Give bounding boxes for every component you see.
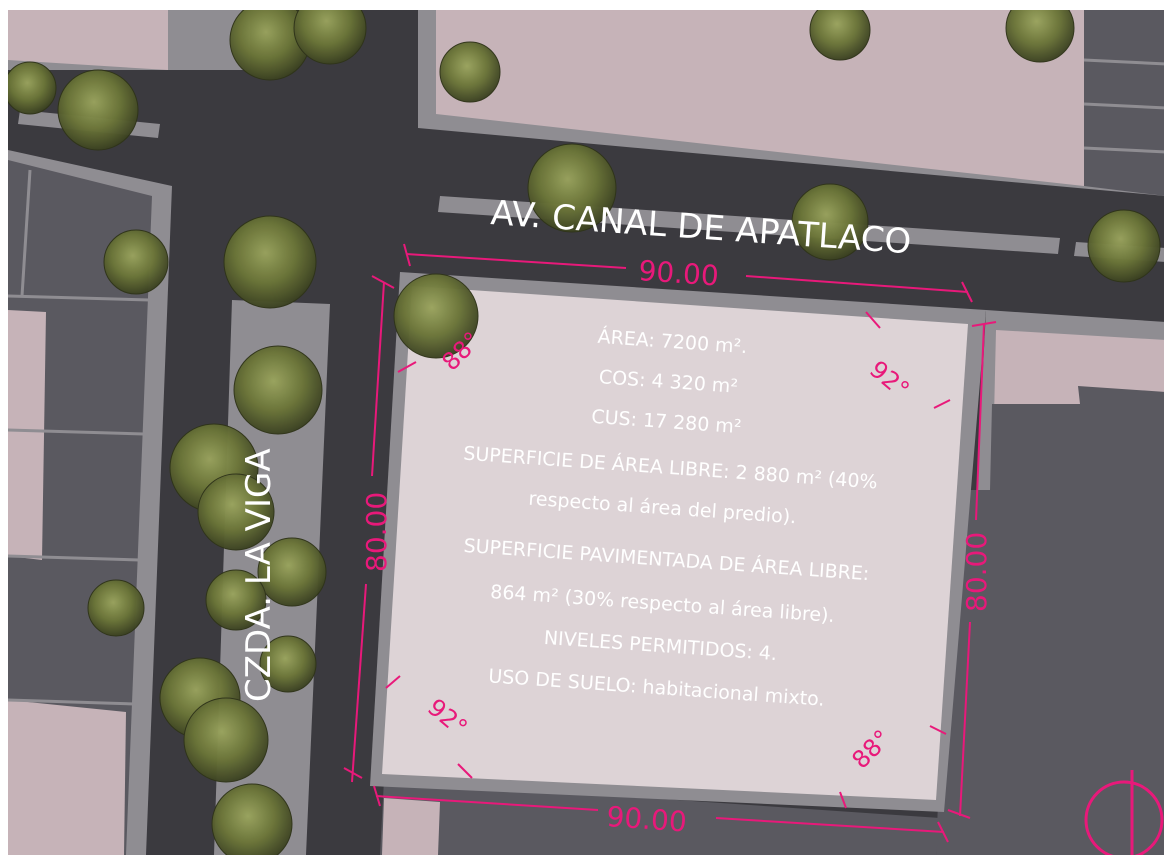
dimension-top-label: 90.00 (638, 254, 720, 293)
tree-canopy (8, 10, 1161, 855)
block-east (936, 310, 1164, 855)
dimension-bottom-label: 90.00 (606, 800, 688, 839)
calzada-label: CZDA. LA VIGA (239, 448, 279, 702)
block-south (380, 780, 940, 855)
dimension-left-label: 80.00 (360, 492, 393, 572)
block-west (8, 150, 172, 855)
dimension-lines (343, 243, 997, 843)
block-top-left (8, 10, 250, 70)
block-top-right (418, 10, 1164, 196)
subject-lot (382, 286, 968, 800)
north-arrow-icon (1084, 770, 1164, 855)
dimension-right-label: 80.00 (960, 532, 993, 612)
